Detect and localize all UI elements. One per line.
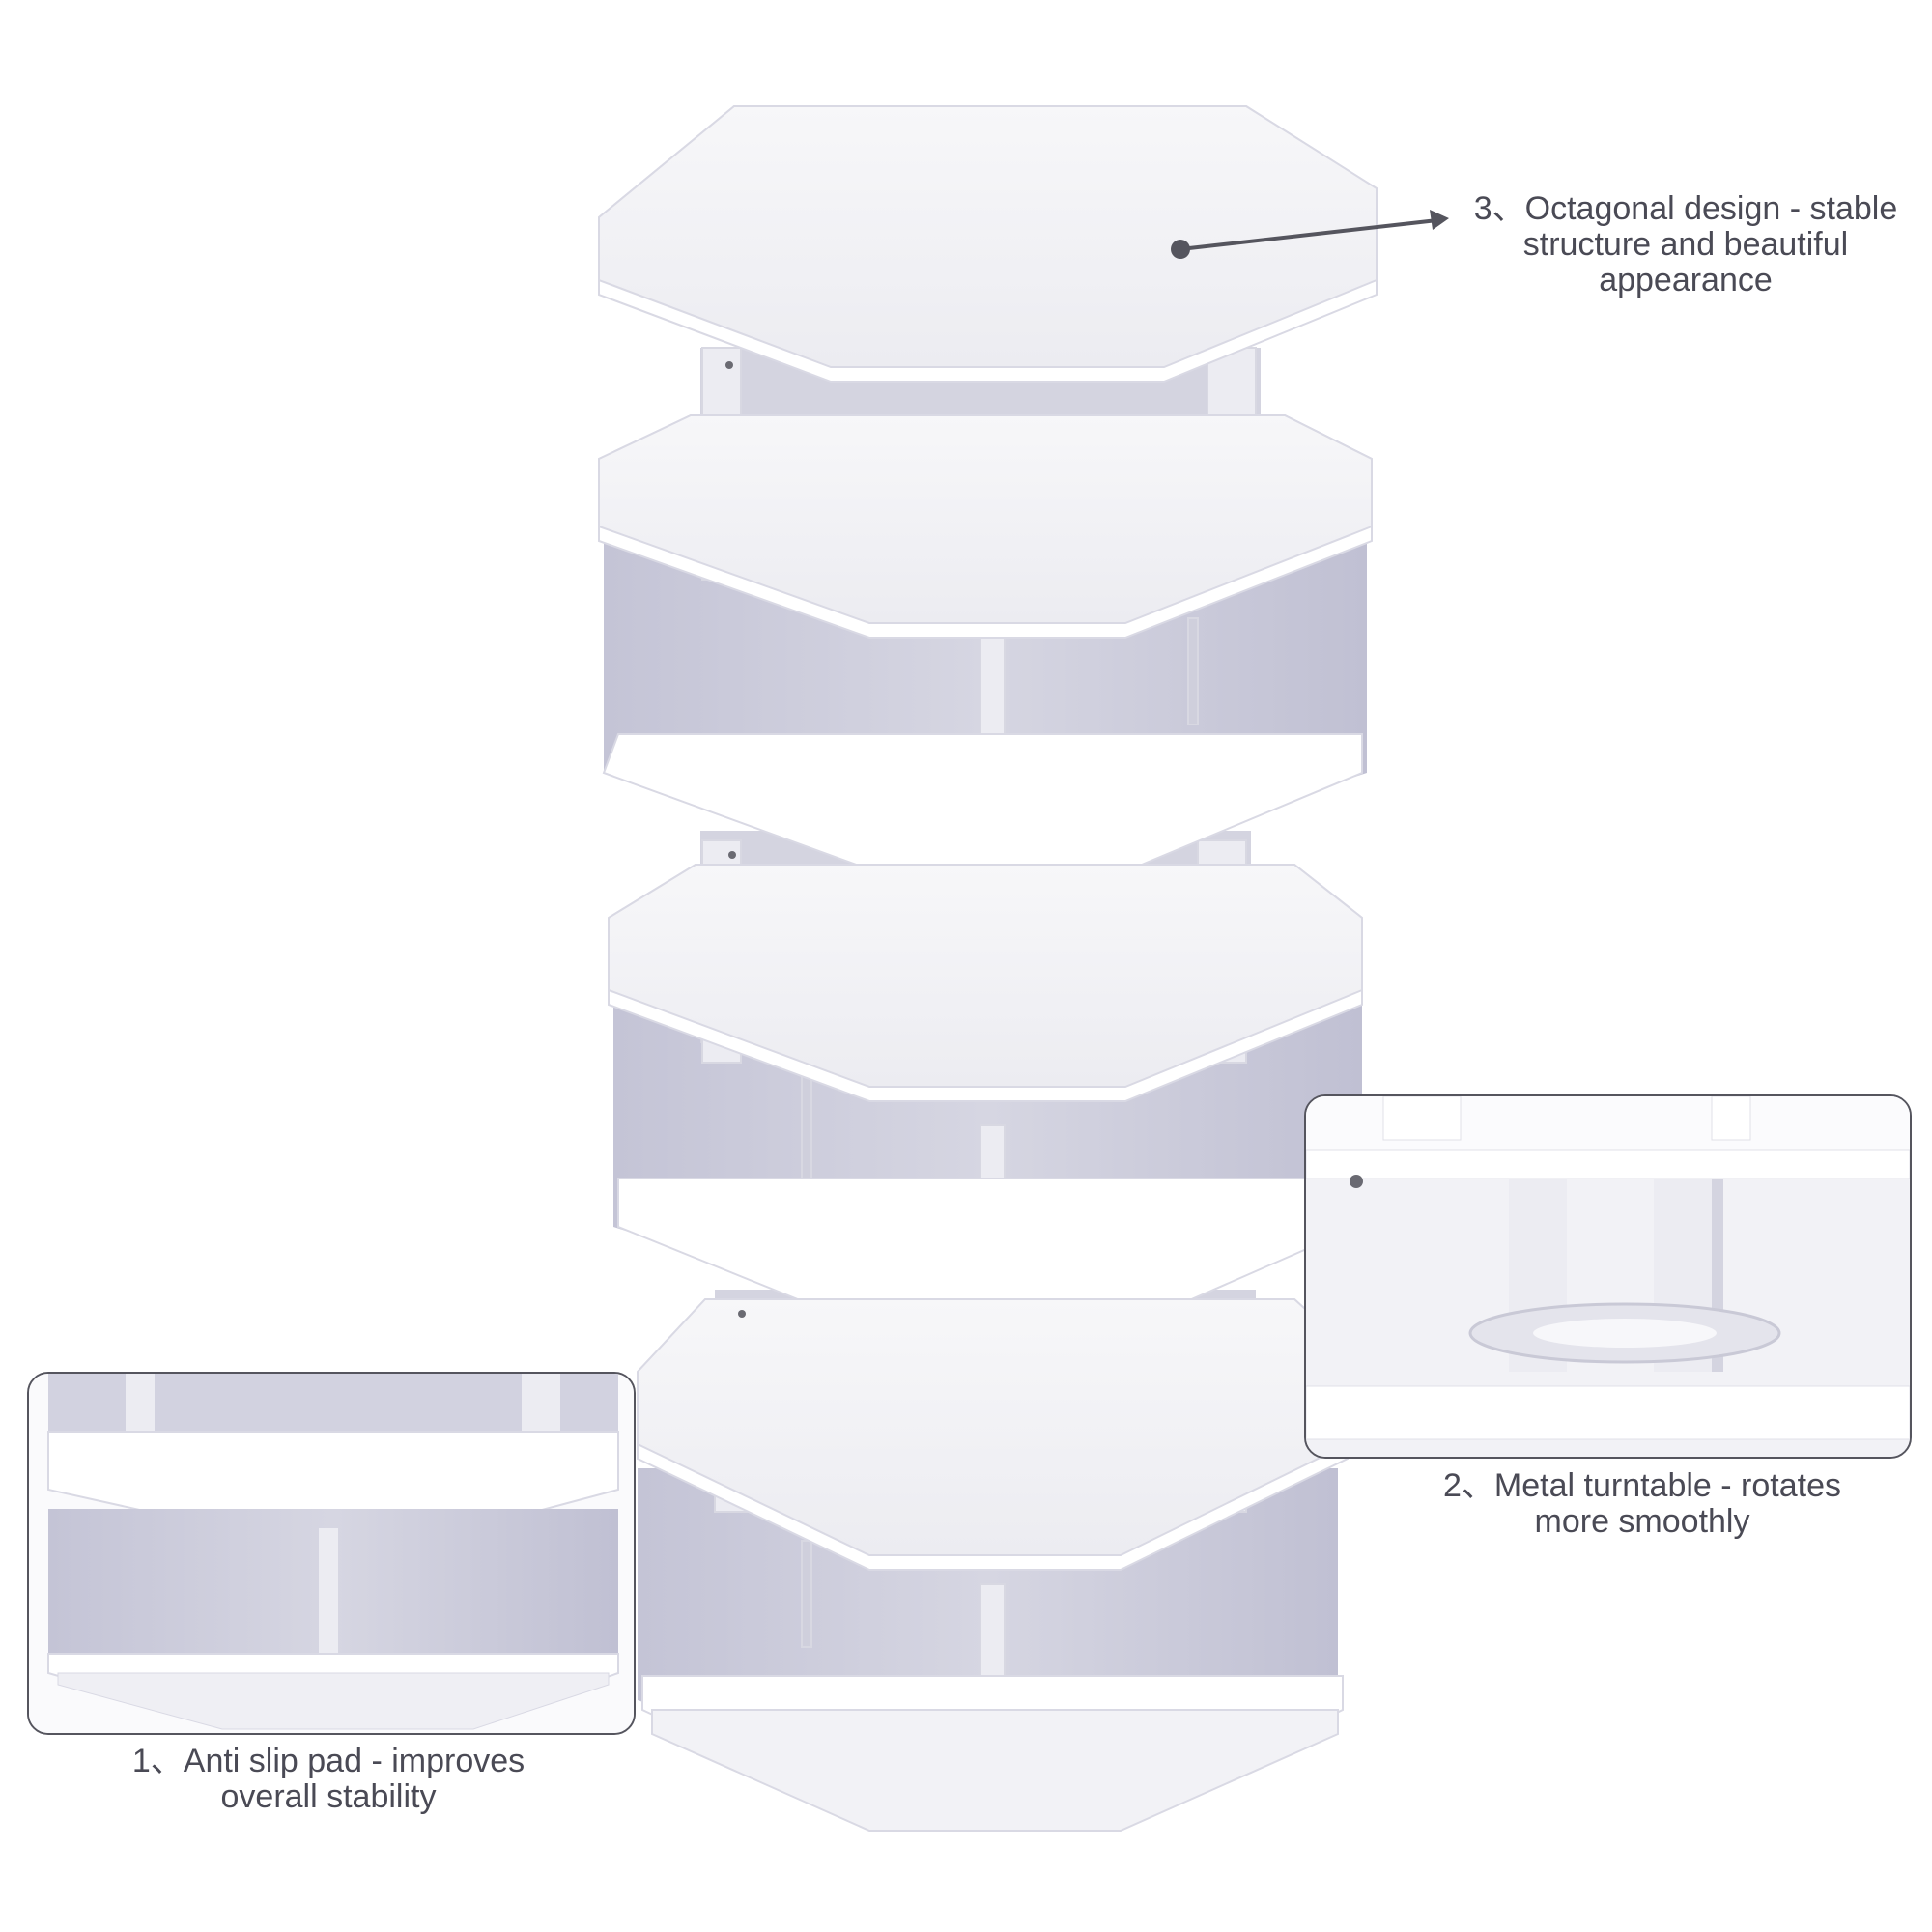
anti-slip-pad-inset: [27, 1372, 636, 1735]
metal-turntable-inset: [1304, 1094, 1912, 1459]
callout-2-line-1: 2、Metal turntable - rotates: [1443, 1467, 1841, 1504]
screw-details: [725, 361, 746, 1318]
shelf-boards: [598, 105, 1378, 1832]
arrowhead-icon: [1430, 210, 1449, 230]
callout-3-leader: [1171, 210, 1449, 259]
turntable-closeup-illustration: [1306, 1096, 1910, 1457]
callout-3-line-1: 3、Octagonal design - stable: [1473, 190, 1898, 227]
callout-anti-slip-pad: 1、Anti slip pad - improves overall stabi…: [77, 1744, 580, 1815]
callout-1-line-1: 1、Anti slip pad - improves: [131, 1743, 526, 1779]
callout-2-line-2: more smoothly: [1534, 1503, 1750, 1540]
callout-3-line-3: appearance: [1599, 262, 1773, 298]
anti-slip-closeup-illustration: [29, 1374, 634, 1733]
callout-octagonal-design: 3、Octagonal design - stable structure an…: [1444, 191, 1927, 298]
callout-metal-turntable: 2、Metal turntable - rotates more smoothl…: [1391, 1468, 1893, 1540]
screw-icon: [1350, 1175, 1363, 1188]
callout-3-line-2: structure and beautiful: [1522, 226, 1849, 263]
callout-1-line-2: overall stability: [220, 1778, 437, 1815]
